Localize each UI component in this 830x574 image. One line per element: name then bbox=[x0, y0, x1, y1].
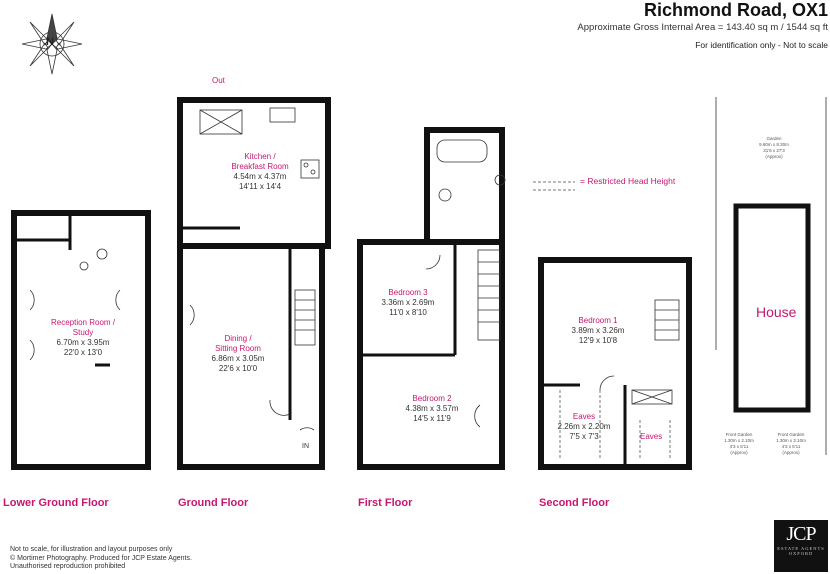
logo-mark: JCP bbox=[786, 523, 816, 545]
bedroom3-name: Bedroom 3 bbox=[388, 288, 428, 297]
dining-name-1: Dining / bbox=[224, 334, 252, 343]
compass-letter: N bbox=[46, 36, 54, 48]
front-garden-left-approx: (Approx) bbox=[730, 450, 748, 455]
bedroom1-metric: 3.89m x 3.26m bbox=[571, 326, 625, 335]
eaves2-label: Eaves bbox=[640, 432, 663, 441]
lg-room-imperial: 22'0 x 13'0 bbox=[63, 348, 103, 357]
front-garden-right-name: Front Garden bbox=[777, 432, 805, 437]
bedroom1-label: Bedroom 1 3.89m x 3.26m 12'9 x 10'8 bbox=[558, 316, 638, 346]
footer-line-2: © Mortimer Photography. Produced for JCP… bbox=[10, 554, 192, 562]
kitchen-name-2: Breakfast Room bbox=[231, 162, 289, 171]
house-outline bbox=[733, 203, 811, 413]
footer-line-1: Not to scale, for illustration and layou… bbox=[10, 546, 173, 553]
garden-approx: (Approx) bbox=[765, 154, 783, 159]
garden-name: Garden bbox=[766, 136, 782, 141]
front-garden-left-name: Front Garden bbox=[725, 432, 753, 437]
front-garden-right: Front Garden 1.30m x 2.10m 4'3 x 6'11 (A… bbox=[768, 432, 814, 456]
logo-tagline-1: ESTATE AGENTS bbox=[777, 546, 825, 551]
front-garden-right-metric: 1.30m x 2.10m bbox=[776, 438, 806, 443]
eaves1-name: Eaves bbox=[572, 412, 596, 421]
dining-metric: 6.86m x 3.05m bbox=[211, 354, 265, 363]
footer-disclaimer: Not to scale, for illustration and layou… bbox=[10, 546, 192, 572]
legend-restricted-height: = Restricted Head Height bbox=[580, 176, 676, 186]
garden-metric: 9.60m x 8.30m bbox=[759, 142, 789, 147]
page-title: Richmond Road, OX1 bbox=[643, 0, 828, 20]
bedroom1-name: Bedroom 1 bbox=[578, 316, 618, 325]
garden-label: Garden 9.60m x 8.30m 31'6 x 27'3 (Approx… bbox=[748, 136, 800, 160]
house-label: House bbox=[756, 304, 797, 320]
lower-ground-outline bbox=[11, 210, 151, 470]
bedroom2-name: Bedroom 2 bbox=[412, 394, 452, 403]
compass-icon bbox=[21, 13, 83, 75]
kitchen-metric: 4.54m x 4.37m bbox=[233, 172, 287, 181]
floor-label-first: First Floor bbox=[358, 497, 413, 509]
front-garden-right-approx: (Approx) bbox=[782, 450, 800, 455]
eaves1-label: Eaves 2.26m x 2.20m 7'5 x 7'3 bbox=[552, 412, 616, 442]
lg-room-label: Reception Room / Study 6.70m x 3.95m 22'… bbox=[40, 318, 126, 358]
floor-label-lower-ground: Lower Ground Floor bbox=[3, 497, 109, 509]
kitchen-imperial: 14'11 x 14'4 bbox=[238, 182, 282, 191]
bedroom3-metric: 3.36m x 2.69m bbox=[381, 298, 435, 307]
disclaimer-note: For identification only - Not to scale bbox=[695, 40, 828, 50]
bedroom2-metric: 4.38m x 3.57m bbox=[405, 404, 459, 413]
eaves1-imperial: 7'5 x 7'3 bbox=[569, 432, 599, 441]
footer-line-3: Unauthorised reproduction prohibited bbox=[10, 563, 126, 570]
front-garden-left-imperial: 4'3 x 6'11 bbox=[729, 444, 749, 449]
jcp-logo: JCP ESTATE AGENTS OXFORD bbox=[774, 520, 828, 572]
kitchen-name-1: Kitchen / bbox=[244, 152, 276, 161]
ground-front-outline bbox=[177, 243, 325, 470]
out-label: Out bbox=[212, 76, 225, 85]
bedroom3-imperial: 11'0 x 8'10 bbox=[389, 308, 427, 317]
lg-room-metric: 6.70m x 3.95m bbox=[56, 338, 110, 347]
second-outline bbox=[538, 257, 692, 470]
floor-label-second: Second Floor bbox=[539, 497, 610, 509]
bedroom2-label: Bedroom 2 4.38m x 3.57m 14'5 x 11'9 bbox=[392, 394, 472, 424]
bedroom2-imperial: 14'5 x 11'9 bbox=[413, 414, 451, 423]
kitchen-label: Kitchen / Breakfast Room 4.54m x 4.37m 1… bbox=[220, 152, 300, 192]
front-garden-right-imperial: 4'3 x 6'11 bbox=[781, 444, 801, 449]
front-garden-left: Front Garden 1.30m x 2.10m 4'3 x 6'11 (A… bbox=[716, 432, 762, 456]
bedroom1-imperial: 12'9 x 10'8 bbox=[578, 336, 618, 345]
front-garden-left-metric: 1.30m x 2.10m bbox=[724, 438, 754, 443]
dining-name-2: Sitting Room bbox=[215, 344, 261, 353]
eaves1-metric: 2.26m x 2.20m bbox=[557, 422, 611, 431]
floor-label-ground: Ground Floor bbox=[178, 497, 249, 509]
dining-imperial: 22'6 x 10'0 bbox=[218, 364, 258, 373]
logo-tagline-2: OXFORD bbox=[788, 551, 814, 556]
lg-room-name: Reception Room / Study bbox=[50, 318, 116, 337]
bedroom3-label: Bedroom 3 3.36m x 2.69m 11'0 x 8'10 bbox=[368, 288, 448, 318]
garden-imperial: 31'6 x 27'3 bbox=[763, 148, 785, 153]
first-bath-outline bbox=[424, 127, 505, 245]
gross-area: Approximate Gross Internal Area = 143.40… bbox=[577, 22, 828, 33]
in-label: IN bbox=[302, 443, 309, 450]
dining-label: Dining / Sitting Room 6.86m x 3.05m 22'6… bbox=[198, 334, 278, 374]
